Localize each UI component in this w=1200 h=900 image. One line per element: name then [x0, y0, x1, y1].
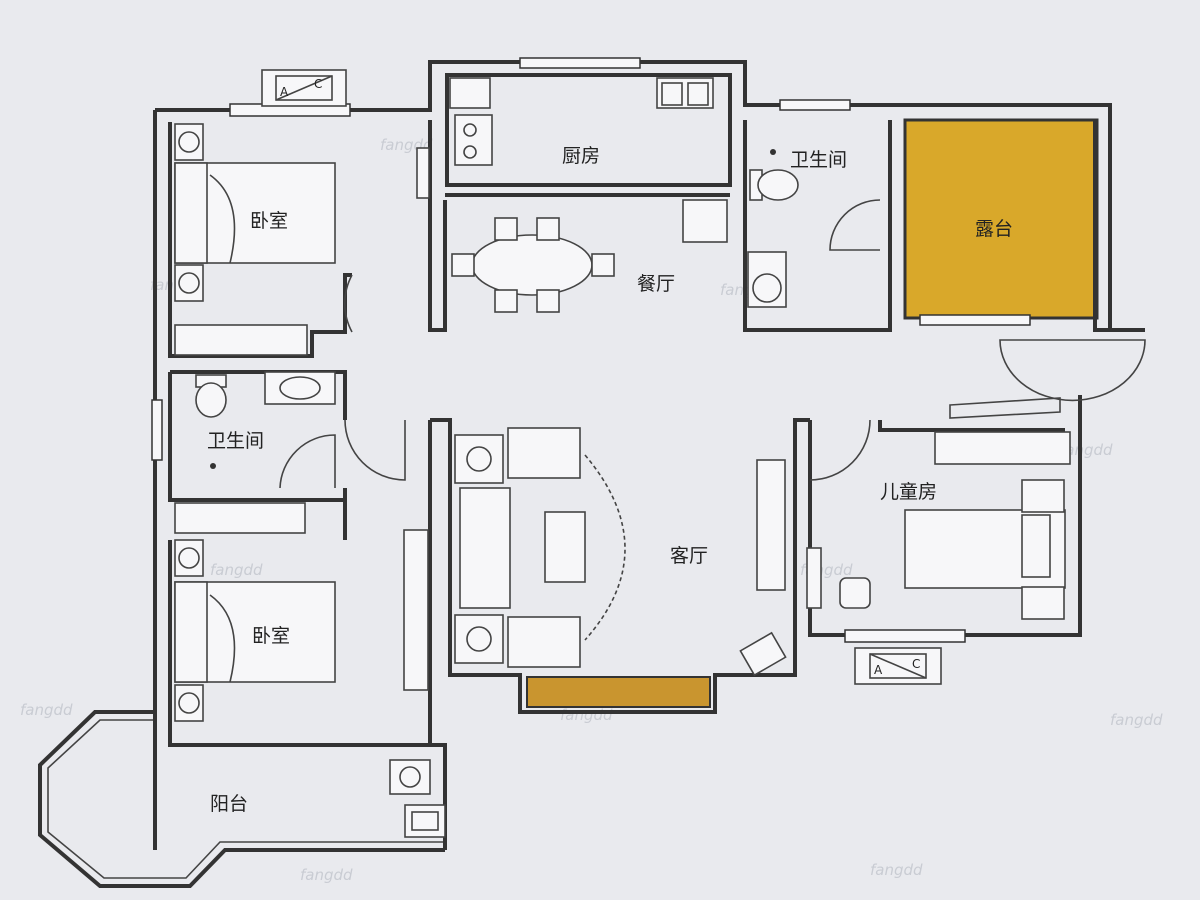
- kitchen-fixtures: [449, 77, 728, 243]
- living-furniture: [454, 427, 787, 677]
- kids-room-furniture: [806, 431, 1071, 620]
- ac-letter-c: C: [912, 657, 920, 671]
- watermark: fangdd: [210, 561, 263, 579]
- watermark: fangdd: [1110, 711, 1163, 729]
- doors: [279, 199, 1146, 489]
- room-label-dining: 餐厅: [637, 273, 675, 295]
- terrace-area: [903, 118, 1099, 320]
- room-label-living: 客厅: [670, 545, 708, 567]
- balcony-inner-line: [47, 719, 445, 879]
- living-window: [526, 676, 711, 708]
- balcony-fixtures: [389, 759, 446, 838]
- bathroom-right-fixtures: [747, 149, 799, 308]
- room-label-bedroom-top: 卧室: [250, 210, 288, 232]
- ac-unit-top: A C: [261, 69, 347, 107]
- bathroom-left-fixtures: [195, 371, 336, 469]
- room-label-bathroom-left: 卫生间: [207, 430, 264, 452]
- watermark: fangdd: [870, 861, 923, 879]
- walls: [153, 60, 1145, 850]
- ac-unit-bottom: A C: [854, 647, 942, 685]
- bed-top: [174, 123, 430, 356]
- bed-bottom: [174, 502, 429, 722]
- ac-letter-a: A: [280, 85, 289, 99]
- ac-letter-c: C: [314, 77, 322, 91]
- ac-letter-a: A: [874, 663, 883, 677]
- room-labels: 卧室 厨房 卫生间 露台 餐厅 卫生间 客厅 儿童房 卧室 阳台: [207, 145, 1013, 815]
- room-label-terrace: 露台: [975, 218, 1013, 240]
- watermark: fangdd: [20, 701, 73, 719]
- room-label-bedroom-bottom: 卧室: [252, 625, 290, 647]
- room-label-kids-room: 儿童房: [880, 481, 937, 503]
- room-label-balcony: 阳台: [210, 793, 248, 815]
- dining-table: [451, 217, 615, 313]
- balcony-outline: [38, 710, 445, 888]
- watermark: fangdd: [1060, 441, 1113, 459]
- room-label-bathroom-right: 卫生间: [790, 149, 847, 171]
- watermark: fangdd: [560, 706, 613, 724]
- watermark: fangdd: [300, 866, 353, 884]
- room-label-kitchen: 厨房: [562, 145, 600, 167]
